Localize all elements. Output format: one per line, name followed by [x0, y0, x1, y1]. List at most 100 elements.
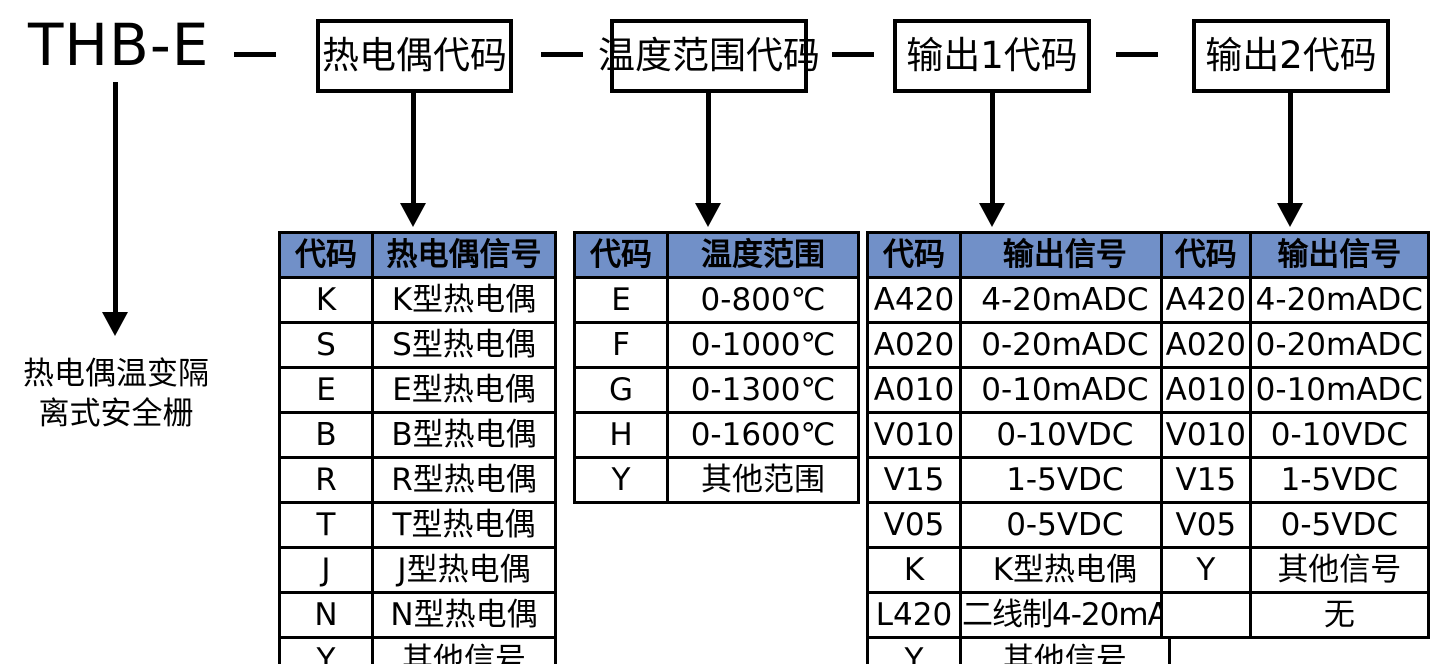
cell-code: V010	[866, 411, 962, 459]
cell-code: F	[573, 321, 669, 369]
cell-code: A420	[866, 276, 962, 324]
cell-signal: T型热电偶	[371, 501, 557, 549]
cell-signal: 0-1300℃	[666, 366, 860, 414]
arrow-line-output2	[1288, 93, 1293, 205]
cell-signal: 0-10mADC	[959, 366, 1171, 414]
cell-code: J	[278, 546, 374, 594]
code-box-temperature-range[interactable]: 温度范围代码	[598, 19, 820, 93]
separator-dash-3	[832, 52, 874, 57]
cell-code: A010	[866, 366, 962, 414]
table-header-row: 代码温度范围	[573, 231, 860, 279]
cell-code: A010	[1160, 366, 1252, 414]
cell-code: T	[278, 501, 374, 549]
cell-signal: R型热电偶	[371, 456, 557, 504]
cell-signal: 其他信号	[959, 636, 1171, 664]
cell-code: B	[278, 411, 374, 459]
cell-code: E	[573, 276, 669, 324]
column-header-code: 代码	[866, 231, 962, 279]
cell-code: R	[278, 456, 374, 504]
cell-code: A420	[1160, 276, 1252, 324]
cell-code: Y	[1160, 546, 1252, 594]
cell-signal: 无	[1248, 591, 1430, 639]
column-header-signal: 输出信号	[959, 231, 1171, 279]
code-box-output2[interactable]: 输出2代码	[1192, 19, 1390, 93]
cell-signal: B型热电偶	[371, 411, 557, 459]
product-description-line2: 离式安全栅	[38, 396, 194, 432]
table-header-row: 代码输出信号	[866, 231, 1171, 279]
code-box-output1[interactable]: 输出1代码	[893, 19, 1091, 93]
cell-code: H	[573, 411, 669, 459]
cell-signal: 二线制4-20mA	[959, 591, 1171, 639]
cell-signal: J型热电偶	[371, 546, 557, 594]
cell-signal: 0-5VDC	[959, 501, 1171, 549]
cell-signal: 0-10mADC	[1248, 366, 1430, 414]
cell-code: G	[573, 366, 669, 414]
cell-code: V15	[1160, 456, 1252, 504]
cell-signal: N型热电偶	[371, 591, 557, 639]
arrow-line-model	[113, 82, 118, 314]
cell-signal: 1-5VDC	[959, 456, 1171, 504]
cell-signal: 0-10VDC	[959, 411, 1171, 459]
cell-code: N	[278, 591, 374, 639]
column-header-signal: 热电偶信号	[371, 231, 557, 279]
cell-signal: 0-10VDC	[1248, 411, 1430, 459]
cell-code	[1160, 591, 1252, 639]
product-description-line1: 热电偶温变隔	[23, 356, 209, 392]
product-description: 热电偶温变隔 离式安全栅	[0, 354, 232, 434]
cell-signal: 0-1000℃	[666, 321, 860, 369]
cell-code: K	[866, 546, 962, 594]
cell-code: V05	[866, 501, 962, 549]
arrow-head-output2	[1277, 203, 1303, 227]
cell-code: A020	[1160, 321, 1252, 369]
code-box-thermocouple[interactable]: 热电偶代码	[316, 19, 513, 93]
cell-signal: 其他信号	[1248, 546, 1430, 594]
separator-dash-4	[1116, 52, 1158, 57]
arrow-line-thermocouple	[411, 93, 416, 205]
cell-code: L420	[866, 591, 962, 639]
cell-signal: 0-20mADC	[959, 321, 1171, 369]
column-header-signal: 温度范围	[666, 231, 860, 279]
arrow-head-temperature-range	[695, 203, 721, 227]
column-header-code: 代码	[278, 231, 374, 279]
arrow-head-thermocouple	[400, 203, 426, 227]
cell-code: Y	[866, 636, 962, 664]
model-title: THB-E	[28, 11, 210, 79]
separator-dash-2	[541, 52, 583, 57]
cell-signal: K型热电偶	[371, 276, 557, 324]
cell-signal: 其他范围	[666, 456, 860, 504]
cell-code: V05	[1160, 501, 1252, 549]
cell-signal: 1-5VDC	[1248, 456, 1430, 504]
column-header-signal: 输出信号	[1248, 231, 1430, 279]
table-header-row: 代码热电偶信号	[278, 231, 557, 279]
arrow-head-output1	[979, 203, 1005, 227]
cell-code: S	[278, 321, 374, 369]
cell-signal: 其他信号	[371, 636, 557, 664]
